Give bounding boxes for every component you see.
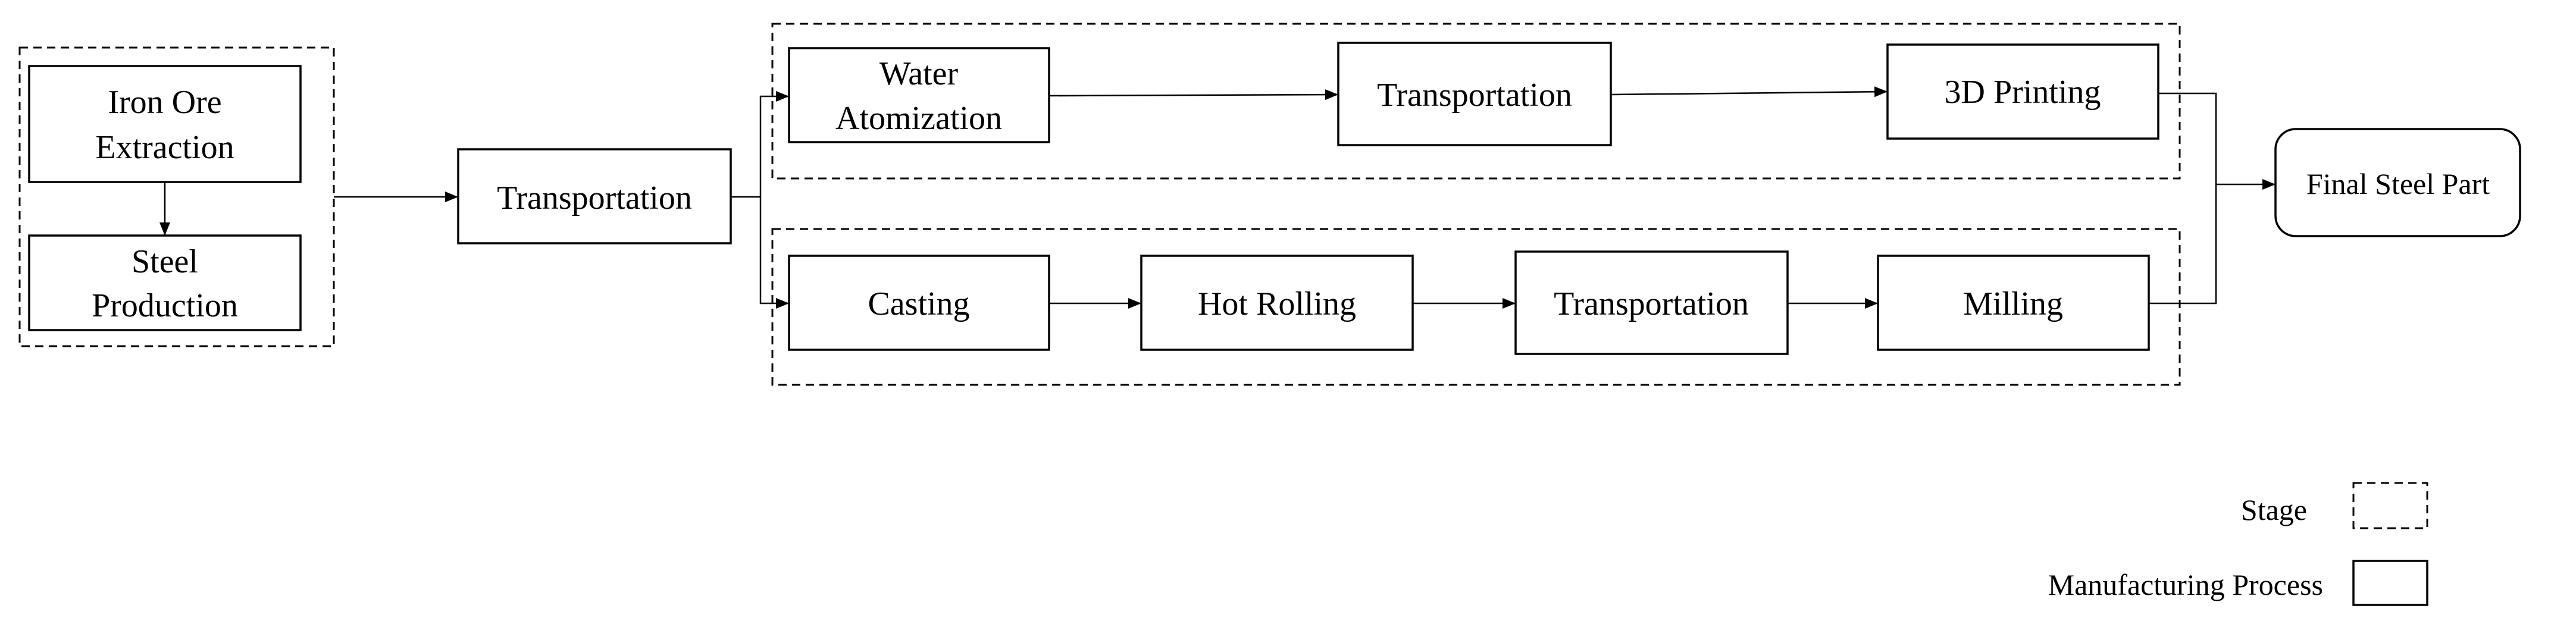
process-3d-printing: 3D Printing — [1886, 43, 2159, 140]
process-milling: Milling — [1877, 255, 2150, 351]
legend-stage-label: Stage — [2241, 493, 2307, 526]
process-casting: Casting — [788, 255, 1050, 351]
process-water-atomization: Water Atomization — [788, 47, 1050, 143]
arrow-split-to-casting — [759, 197, 789, 309]
process-label-line: Water — [879, 55, 959, 92]
process-label-line: Atomization — [835, 100, 1002, 137]
process-label-line: Steel — [132, 243, 198, 280]
stage-conventional-manufacturing — [771, 228, 2181, 386]
process-transportation-main: Transportation — [457, 148, 732, 244]
legend-process-swatch — [2352, 560, 2428, 606]
process-label-line: Production — [92, 287, 238, 324]
legend: Stage Manufacturing Process — [2048, 482, 2428, 606]
legend-process-label: Manufacturing Process — [2048, 568, 2323, 601]
final-steel-part: Final Steel Part — [2274, 128, 2521, 237]
connectors — [159, 86, 2275, 309]
process-label-line: Iron Ore — [108, 84, 221, 121]
process-hot-rolling: Hot Rolling — [1140, 255, 1414, 351]
process-label-line: Transportation — [497, 180, 692, 217]
arrow-printing-to-merge — [2158, 92, 2217, 184]
process-label-line: 3D Printing — [1945, 74, 2101, 111]
process-label-line: Transportation — [1377, 77, 1572, 114]
process-label-line: Hot Rolling — [1198, 286, 1356, 322]
stage-raw-material — [18, 46, 335, 347]
arrow-split-to-atomization — [731, 91, 789, 198]
process-transportation-additive: Transportation — [1337, 42, 1612, 146]
process-label-line: Casting — [868, 286, 969, 322]
process-label-line: Milling — [1963, 286, 2063, 322]
process-label-line: Extraction — [95, 129, 234, 166]
arrow-milling-to-merge — [2149, 184, 2217, 305]
stage-additive-manufacturing — [771, 23, 2181, 180]
arrow-transportation-to-printing — [1610, 86, 1888, 98]
process-label-line: Transportation — [1554, 286, 1749, 322]
legend-stage-swatch — [2352, 482, 2428, 529]
process-iron-ore-extraction: Iron Ore Extraction — [28, 65, 302, 183]
process-steel-production: Steel Production — [28, 234, 302, 331]
arrow-atomization-to-transportation — [1048, 89, 1339, 101]
process-transportation-conventional: Transportation — [1514, 250, 1789, 355]
final-label: Final Steel Part — [2306, 167, 2490, 200]
